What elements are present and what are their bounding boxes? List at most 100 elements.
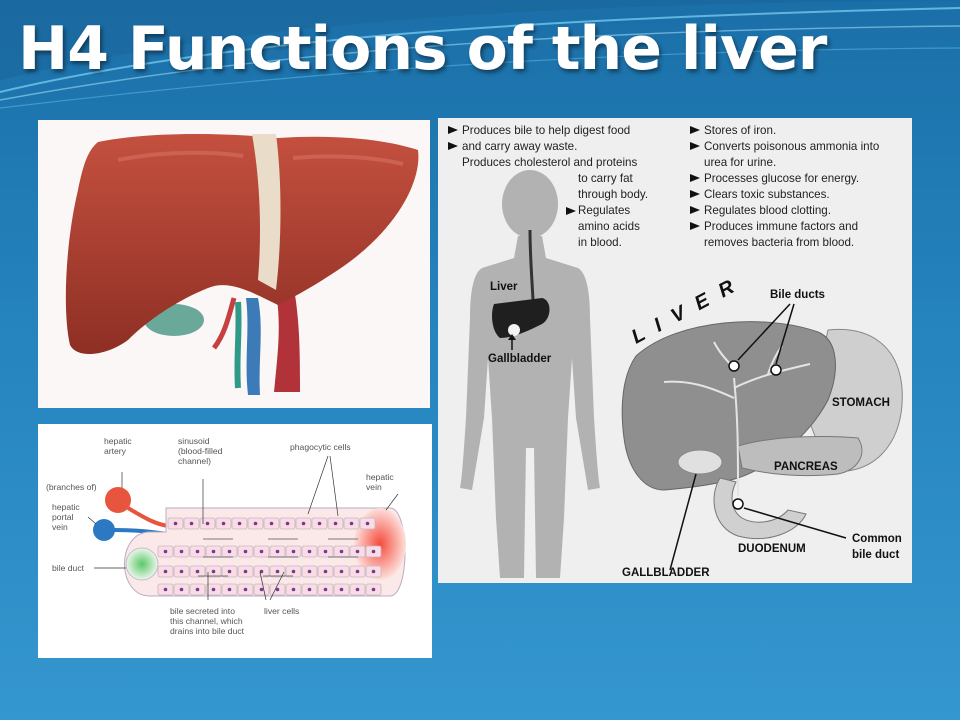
label-gallbladder: GALLBLADDER [622, 567, 710, 579]
cell-nucleus [307, 549, 312, 554]
cell-nucleus [227, 569, 232, 574]
bile-duct-green [234, 301, 242, 389]
slide-title: H4 Functions of the liver [18, 14, 827, 84]
cell-nucleus [205, 521, 210, 526]
cell-nucleus [189, 521, 194, 526]
label-gallbladder-small: Gallbladder [488, 353, 552, 365]
cell-nucleus [275, 549, 280, 554]
cell-nucleus [365, 521, 370, 526]
bullet-arrows [448, 126, 700, 230]
cell-nucleus [269, 521, 274, 526]
liver-cells [157, 517, 382, 596]
cell-nucleus [195, 569, 200, 574]
cell-nucleus [355, 587, 360, 592]
cell-nucleus [275, 587, 280, 592]
cell-nucleus [339, 569, 344, 574]
label-bile-duct: bile duct [52, 563, 85, 573]
cell-nucleus [323, 549, 328, 554]
cell-nucleus [355, 549, 360, 554]
cell-nucleus [275, 569, 280, 574]
bullet-iron: Stores of iron. [704, 124, 776, 137]
cell-nucleus [163, 569, 168, 574]
cell-nucleus [259, 587, 264, 592]
label-stomach: STOMACH [832, 397, 890, 409]
hepatic-portal-vein-vessel [93, 519, 115, 541]
bullet-clotting: Regulates blood clotting. [704, 204, 831, 217]
cell-nucleus [291, 587, 296, 592]
duodenum [713, 477, 807, 540]
label-liver-small: Liver [490, 281, 518, 293]
cell-nucleus [355, 569, 360, 574]
cell-nucleus [349, 521, 354, 526]
cell-nucleus [259, 549, 264, 554]
bile-duct-vessel [125, 547, 159, 581]
cell-nucleus [179, 549, 184, 554]
portal-vein [246, 298, 261, 395]
cell-nucleus [333, 521, 338, 526]
cell-nucleus [211, 549, 216, 554]
label-liver-cells: liver cells [264, 606, 299, 616]
cell-nucleus [163, 587, 168, 592]
bile-duct-branches [663, 341, 811, 497]
cell-nucleus [259, 569, 264, 574]
cell-nucleus [237, 521, 242, 526]
cell-nucleus [291, 569, 296, 574]
cell-nucleus [243, 587, 248, 592]
cell-nucleus [291, 549, 296, 554]
label-pancreas: PANCREAS [774, 461, 838, 473]
hepatic-artery-vessel [105, 487, 131, 513]
cell-nucleus [173, 521, 178, 526]
label-phagocytic-cells: phagocytic cells [290, 442, 351, 452]
cell-nucleus [317, 521, 322, 526]
bullet-toxic: Clears toxic substances. [704, 188, 830, 201]
cell-nucleus [243, 569, 248, 574]
cell-nucleus [179, 569, 184, 574]
cell-nucleus [371, 587, 376, 592]
background-swoosh [0, 0, 960, 109]
cell-nucleus [243, 549, 248, 554]
cell-nucleus [179, 587, 184, 592]
gallbladder-large [677, 449, 723, 475]
cell-nucleus [301, 521, 306, 526]
cell-nucleus [195, 587, 200, 592]
cell-nucleus [307, 569, 312, 574]
cell-nucleus [253, 521, 258, 526]
cell-nucleus [339, 549, 344, 554]
cell-nucleus [227, 587, 232, 592]
small-liver [492, 298, 550, 338]
cell-nucleus [307, 587, 312, 592]
cell-nucleus [211, 569, 216, 574]
cell-nucleus [371, 549, 376, 554]
cell-nucleus [211, 587, 216, 592]
cell-nucleus [371, 569, 376, 574]
cell-nucleus [339, 587, 344, 592]
label-bile-ducts: Bile ducts [770, 289, 825, 301]
cell-nucleus [285, 521, 290, 526]
pancreas [737, 436, 863, 477]
falciform-ligament [252, 134, 281, 290]
label-branches-of: (branches of) [46, 482, 97, 492]
cell-nucleus [163, 549, 168, 554]
organ-diagram [621, 303, 903, 571]
cell-nucleus [227, 549, 232, 554]
hepatic-artery [211, 297, 237, 350]
cell-nucleus [195, 549, 200, 554]
liver-illustration-panel [38, 120, 430, 408]
cell-nucleus [221, 521, 226, 526]
cell-nucleus [323, 587, 328, 592]
